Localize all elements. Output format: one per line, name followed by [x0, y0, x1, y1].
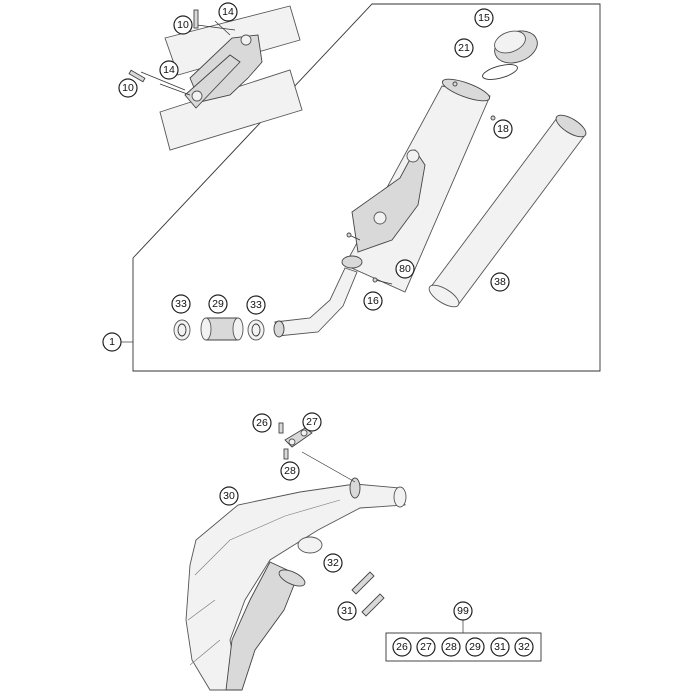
silencer-hanger-detail	[128, 5, 303, 151]
callout-28: 28	[280, 461, 300, 481]
callout-38: 38	[490, 272, 510, 292]
svg-text:10: 10	[122, 82, 134, 94]
kit-item: 31	[490, 637, 510, 657]
svg-text:32: 32	[327, 557, 339, 569]
callout-14-upper: 14	[218, 2, 238, 22]
svg-text:26: 26	[396, 641, 408, 653]
svg-text:38: 38	[494, 276, 506, 288]
silencer-body	[341, 78, 496, 293]
kit-item: 28	[441, 637, 461, 657]
svg-text:33: 33	[175, 298, 187, 310]
svg-text:80: 80	[399, 263, 411, 275]
callout-18: 18	[493, 119, 513, 139]
exhaust-expansion-chamber	[185, 477, 407, 691]
connector-sleeve	[200, 317, 244, 341]
gasket-right	[247, 319, 265, 341]
exhaust-gasket	[297, 536, 323, 554]
callout-32: 32	[323, 553, 343, 573]
callout-80: 80	[395, 259, 415, 279]
kit-item: 29	[465, 637, 485, 657]
gasket-left	[173, 319, 191, 341]
gasket-left-inner	[177, 323, 187, 337]
svg-text:21: 21	[458, 42, 470, 54]
callout-1: 1	[102, 332, 122, 352]
silencer-link-pipe	[274, 267, 358, 337]
svg-text:28: 28	[284, 465, 296, 477]
seal-ring	[482, 64, 518, 80]
callout-16: 16	[363, 291, 383, 311]
svg-text:10: 10	[177, 19, 189, 31]
kit-item: 26	[392, 637, 412, 657]
callout-14-lower: 14	[159, 60, 179, 80]
svg-text:1: 1	[109, 336, 115, 348]
kit-item: 32	[514, 637, 534, 657]
callout-99: 99	[453, 601, 473, 621]
callout-31: 31	[337, 601, 357, 621]
callout-27: 27	[302, 412, 322, 432]
kit-box	[385, 632, 542, 662]
callout-10-upper: 10	[173, 15, 193, 35]
exhaust-spring-lower	[361, 593, 385, 617]
callout-26: 26	[252, 413, 272, 433]
callout-21: 21	[454, 38, 474, 58]
exhaust-mount-bracket	[278, 422, 356, 483]
callout-10-lower: 10	[118, 78, 138, 98]
link-pipe-end	[273, 320, 285, 338]
svg-text:14: 14	[222, 6, 234, 18]
svg-text:29: 29	[469, 641, 481, 653]
svg-text:15: 15	[478, 12, 490, 24]
svg-text:28: 28	[445, 641, 457, 653]
svg-text:26: 26	[256, 417, 268, 429]
svg-text:29: 29	[212, 298, 224, 310]
callout-29: 29	[208, 294, 228, 314]
svg-text:27: 27	[420, 641, 432, 653]
svg-text:14: 14	[163, 64, 175, 76]
svg-text:27: 27	[306, 416, 318, 428]
exhaust-spring-upper	[351, 571, 375, 595]
svg-text:30: 30	[223, 490, 235, 502]
callout-30: 30	[219, 486, 239, 506]
svg-text:33: 33	[250, 299, 262, 311]
svg-text:18: 18	[497, 123, 509, 135]
silencer-end-cap	[494, 30, 538, 64]
silencer-insulation-tube	[428, 114, 587, 308]
svg-text:32: 32	[518, 641, 530, 653]
gasket-right-inner	[251, 323, 261, 337]
callout-33-right: 33	[246, 295, 266, 315]
svg-text:16: 16	[367, 295, 379, 307]
kit-item: 27	[416, 637, 436, 657]
svg-text:31: 31	[341, 605, 353, 617]
callout-15: 15	[474, 8, 494, 28]
svg-text:99: 99	[457, 605, 469, 617]
svg-text:31: 31	[494, 641, 506, 653]
assembly-frame	[132, 3, 601, 372]
callout-33-left: 33	[171, 294, 191, 314]
